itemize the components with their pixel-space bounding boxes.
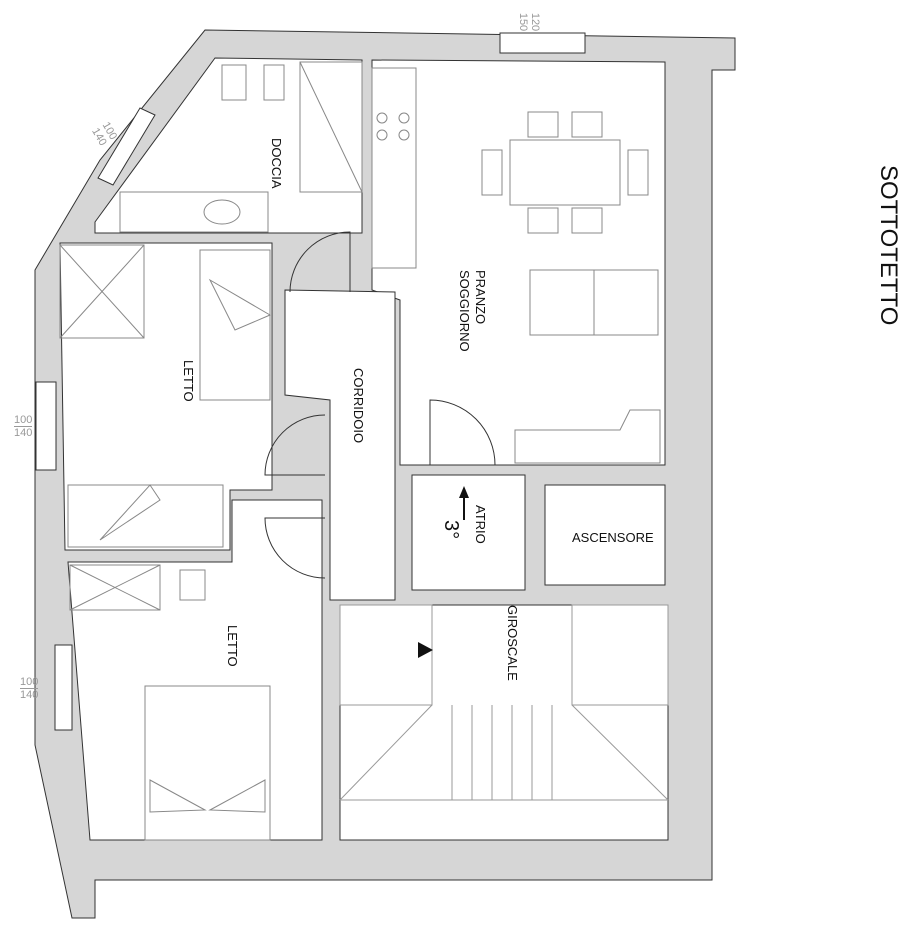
label-floor: 3° bbox=[440, 520, 462, 540]
dim-value: 120 bbox=[529, 12, 542, 32]
label-stairwell: GIROSCALE bbox=[505, 605, 520, 681]
room-atrium bbox=[411, 474, 526, 591]
label-atrium: ATRIO bbox=[473, 505, 488, 544]
furniture bbox=[59, 61, 661, 841]
dim-value: 150 bbox=[517, 12, 530, 32]
window-dimension-bed2: 100 140 bbox=[20, 676, 39, 701]
plan-title: SOTTOTETTO bbox=[875, 165, 900, 326]
dim-value: 140 bbox=[20, 689, 39, 701]
label-bedroom-2: LETTO bbox=[225, 625, 240, 667]
room-living bbox=[371, 59, 666, 466]
dim-value: 100 bbox=[14, 414, 33, 427]
room-bathroom bbox=[94, 57, 363, 234]
stair-direction-arrow bbox=[418, 642, 433, 658]
dim-value: 140 bbox=[14, 427, 33, 439]
label-bathroom: DOCCIA bbox=[269, 138, 284, 189]
room-elevator bbox=[544, 484, 666, 586]
windows bbox=[35, 32, 586, 731]
room-stairwell bbox=[339, 604, 669, 841]
window-dimension-top: 120 150 bbox=[517, 13, 541, 31]
dim-value: 100 bbox=[20, 676, 39, 689]
stairs bbox=[339, 604, 669, 801]
label-living-1: PRANZO bbox=[473, 270, 488, 325]
label-living-2: SOGGIORNO bbox=[457, 270, 472, 352]
window-dimension-bed1: 100 140 bbox=[14, 414, 33, 439]
atrium-arrow bbox=[459, 486, 469, 520]
doors bbox=[264, 231, 496, 579]
label-corridor: CORRIDOIO bbox=[351, 368, 366, 444]
label-bedroom-1: LETTO bbox=[181, 360, 196, 402]
room-bedroom-1 bbox=[59, 242, 273, 551]
room-corridor bbox=[284, 289, 396, 601]
room-bedroom-2 bbox=[67, 499, 323, 841]
label-elevator: ASCENSORE bbox=[572, 530, 654, 545]
